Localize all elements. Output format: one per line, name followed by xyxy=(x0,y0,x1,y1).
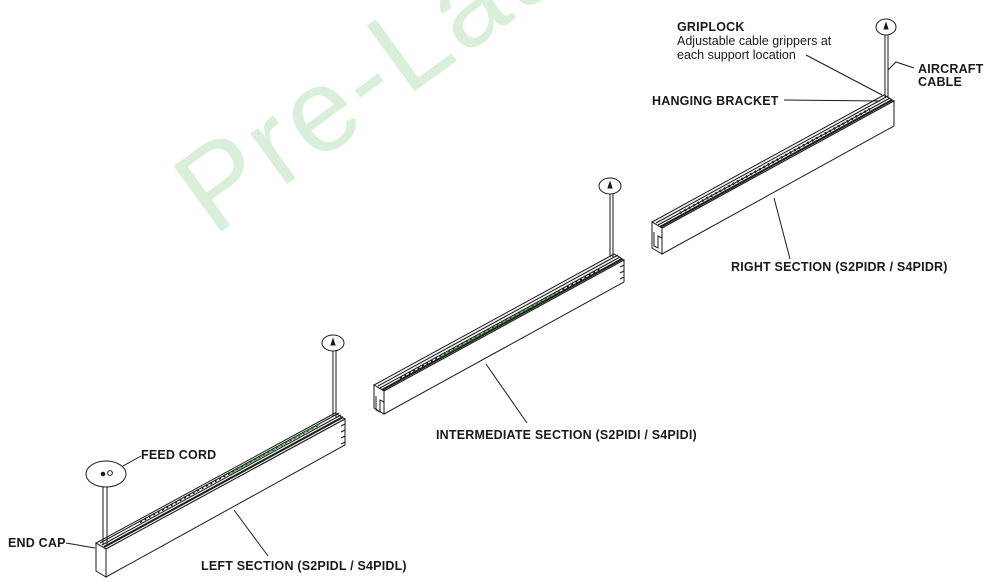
griplock-description-line-2: each support location xyxy=(677,48,796,62)
right-section-fixture xyxy=(650,94,896,255)
end-cap-label: END CAP xyxy=(8,536,66,550)
feed-cord-label: FEED CORD xyxy=(141,448,217,462)
griplock-label: GRIPLOCK xyxy=(677,20,745,34)
intermediate-section-label: INTERMEDIATE SECTION (S2PIDI / S4PIDI) xyxy=(436,428,697,442)
left-section-fixture xyxy=(94,412,347,578)
left-cable-canopy xyxy=(321,334,345,418)
leader-lines xyxy=(65,54,915,557)
right-cable-canopy xyxy=(875,18,897,98)
right-section-label: RIGHT SECTION (S2PIDR / S4PIDR) xyxy=(731,260,948,274)
intermediate-cable-canopy xyxy=(598,177,622,258)
griplock-description-line-1: Adjustable cable grippers at xyxy=(677,34,832,48)
aircraft-cable-label-line-1: AIRCRAFT xyxy=(918,62,984,76)
hanging-bracket-label: HANGING BRACKET xyxy=(652,94,779,108)
left-section-label: LEFT SECTION (S2PIDL / S4PIDL) xyxy=(201,559,407,573)
feed-cord-canopy xyxy=(85,460,127,545)
intermediate-section-fixture xyxy=(372,253,626,415)
aircraft-cable-label-line-2: CABLE xyxy=(918,75,963,89)
